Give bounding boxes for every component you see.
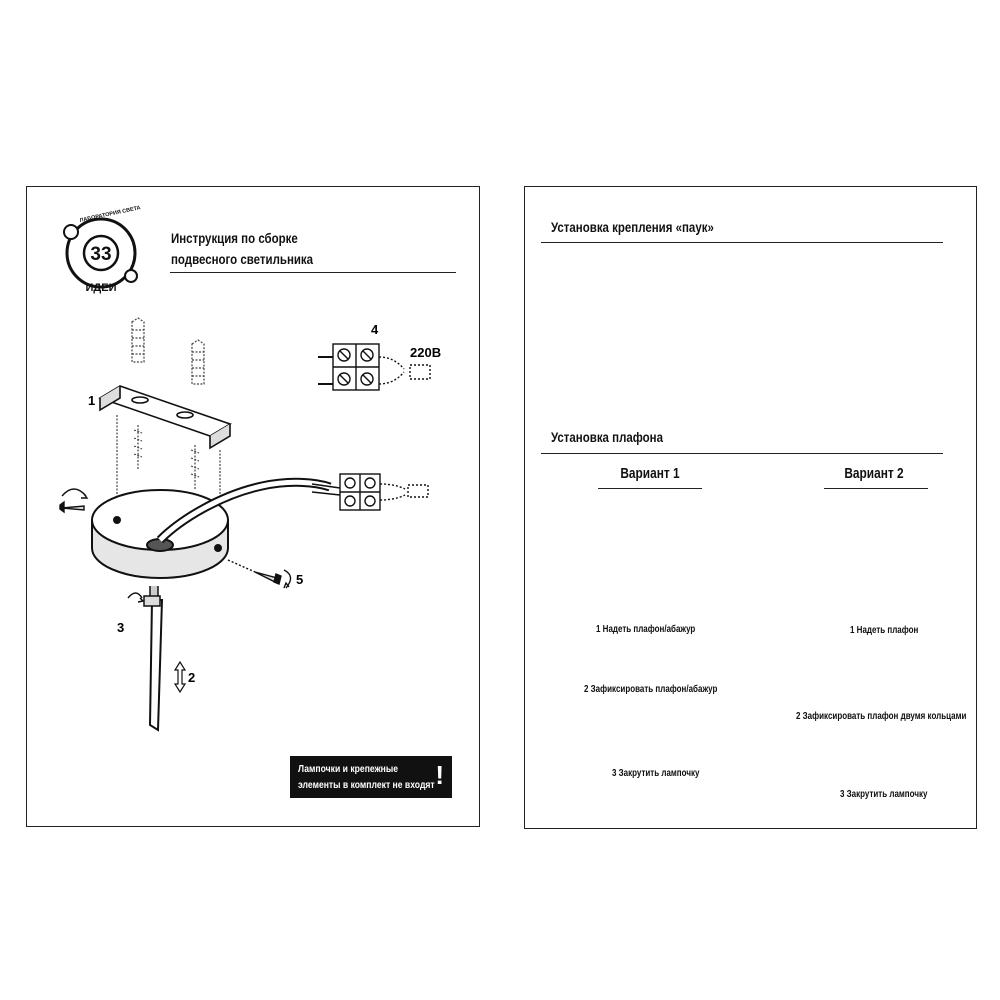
variant1-rule	[598, 488, 702, 489]
label-1: 1	[88, 393, 95, 408]
rotate-screw-icon	[59, 488, 89, 514]
section-title-spider: Установка крепления «паук»	[551, 219, 714, 235]
variant2-title: Вариант 2	[844, 466, 904, 482]
section-rule	[541, 242, 943, 243]
voltage-label: 220В	[410, 345, 441, 360]
logo: 33 ЛАБОРАТОРИЯ СВЕТА ИДЕИ	[63, 205, 141, 294]
rotate-screw-icon	[227, 559, 292, 589]
terminal-block-icon	[318, 343, 431, 391]
instruction-title-line2: подвесного светильника	[171, 251, 314, 267]
label-3: 3	[117, 620, 124, 635]
label-4: 4	[371, 322, 379, 337]
instruction-title-line1: Инструкция по сборке	[171, 230, 298, 246]
right-page	[524, 186, 977, 829]
warning-line2: элементы в комплект не входят	[298, 779, 435, 791]
ceiling-canopy-icon	[91, 489, 229, 579]
variant2-step2: 2 Зафиксировать плафон двумя кольцами	[796, 711, 967, 722]
warning-line1: Лампочки и крепежные	[298, 763, 399, 775]
wall-dowel-icon	[131, 317, 205, 385]
variant2-rule	[824, 488, 928, 489]
logo-bottom-text: ИДЕИ	[86, 282, 117, 294]
label-5: 5	[296, 572, 303, 587]
variant2-step1: 1 Надеть плафон	[850, 625, 919, 636]
mounting-bracket-icon	[98, 385, 232, 450]
section-title-shade: Установка плафона	[551, 429, 663, 445]
warning-box: Лампочки и крепежные элементы в комплект…	[290, 756, 452, 798]
warning-mark: !	[435, 760, 444, 790]
suspension-cable	[145, 586, 163, 732]
variant1-title: Вариант 1	[620, 466, 680, 482]
terminal-block-icon	[339, 473, 429, 511]
variant2-step3: 3 Закрутить лампочку	[840, 789, 928, 800]
up-down-arrow-icon	[173, 660, 187, 694]
variant1-step2: 2 Зафиксировать плафон/абажур	[584, 684, 718, 695]
screw-icon	[116, 415, 221, 515]
variant1-step3: 3 Закрутить лампочку	[612, 768, 700, 779]
variant1-step1: 1 Надеть плафон/абажур	[596, 624, 696, 635]
side-screw-icon	[127, 592, 161, 607]
section-rule	[541, 453, 943, 454]
label-2: 2	[188, 670, 195, 685]
logo-number: 33	[90, 244, 111, 265]
title-rule	[170, 272, 456, 273]
